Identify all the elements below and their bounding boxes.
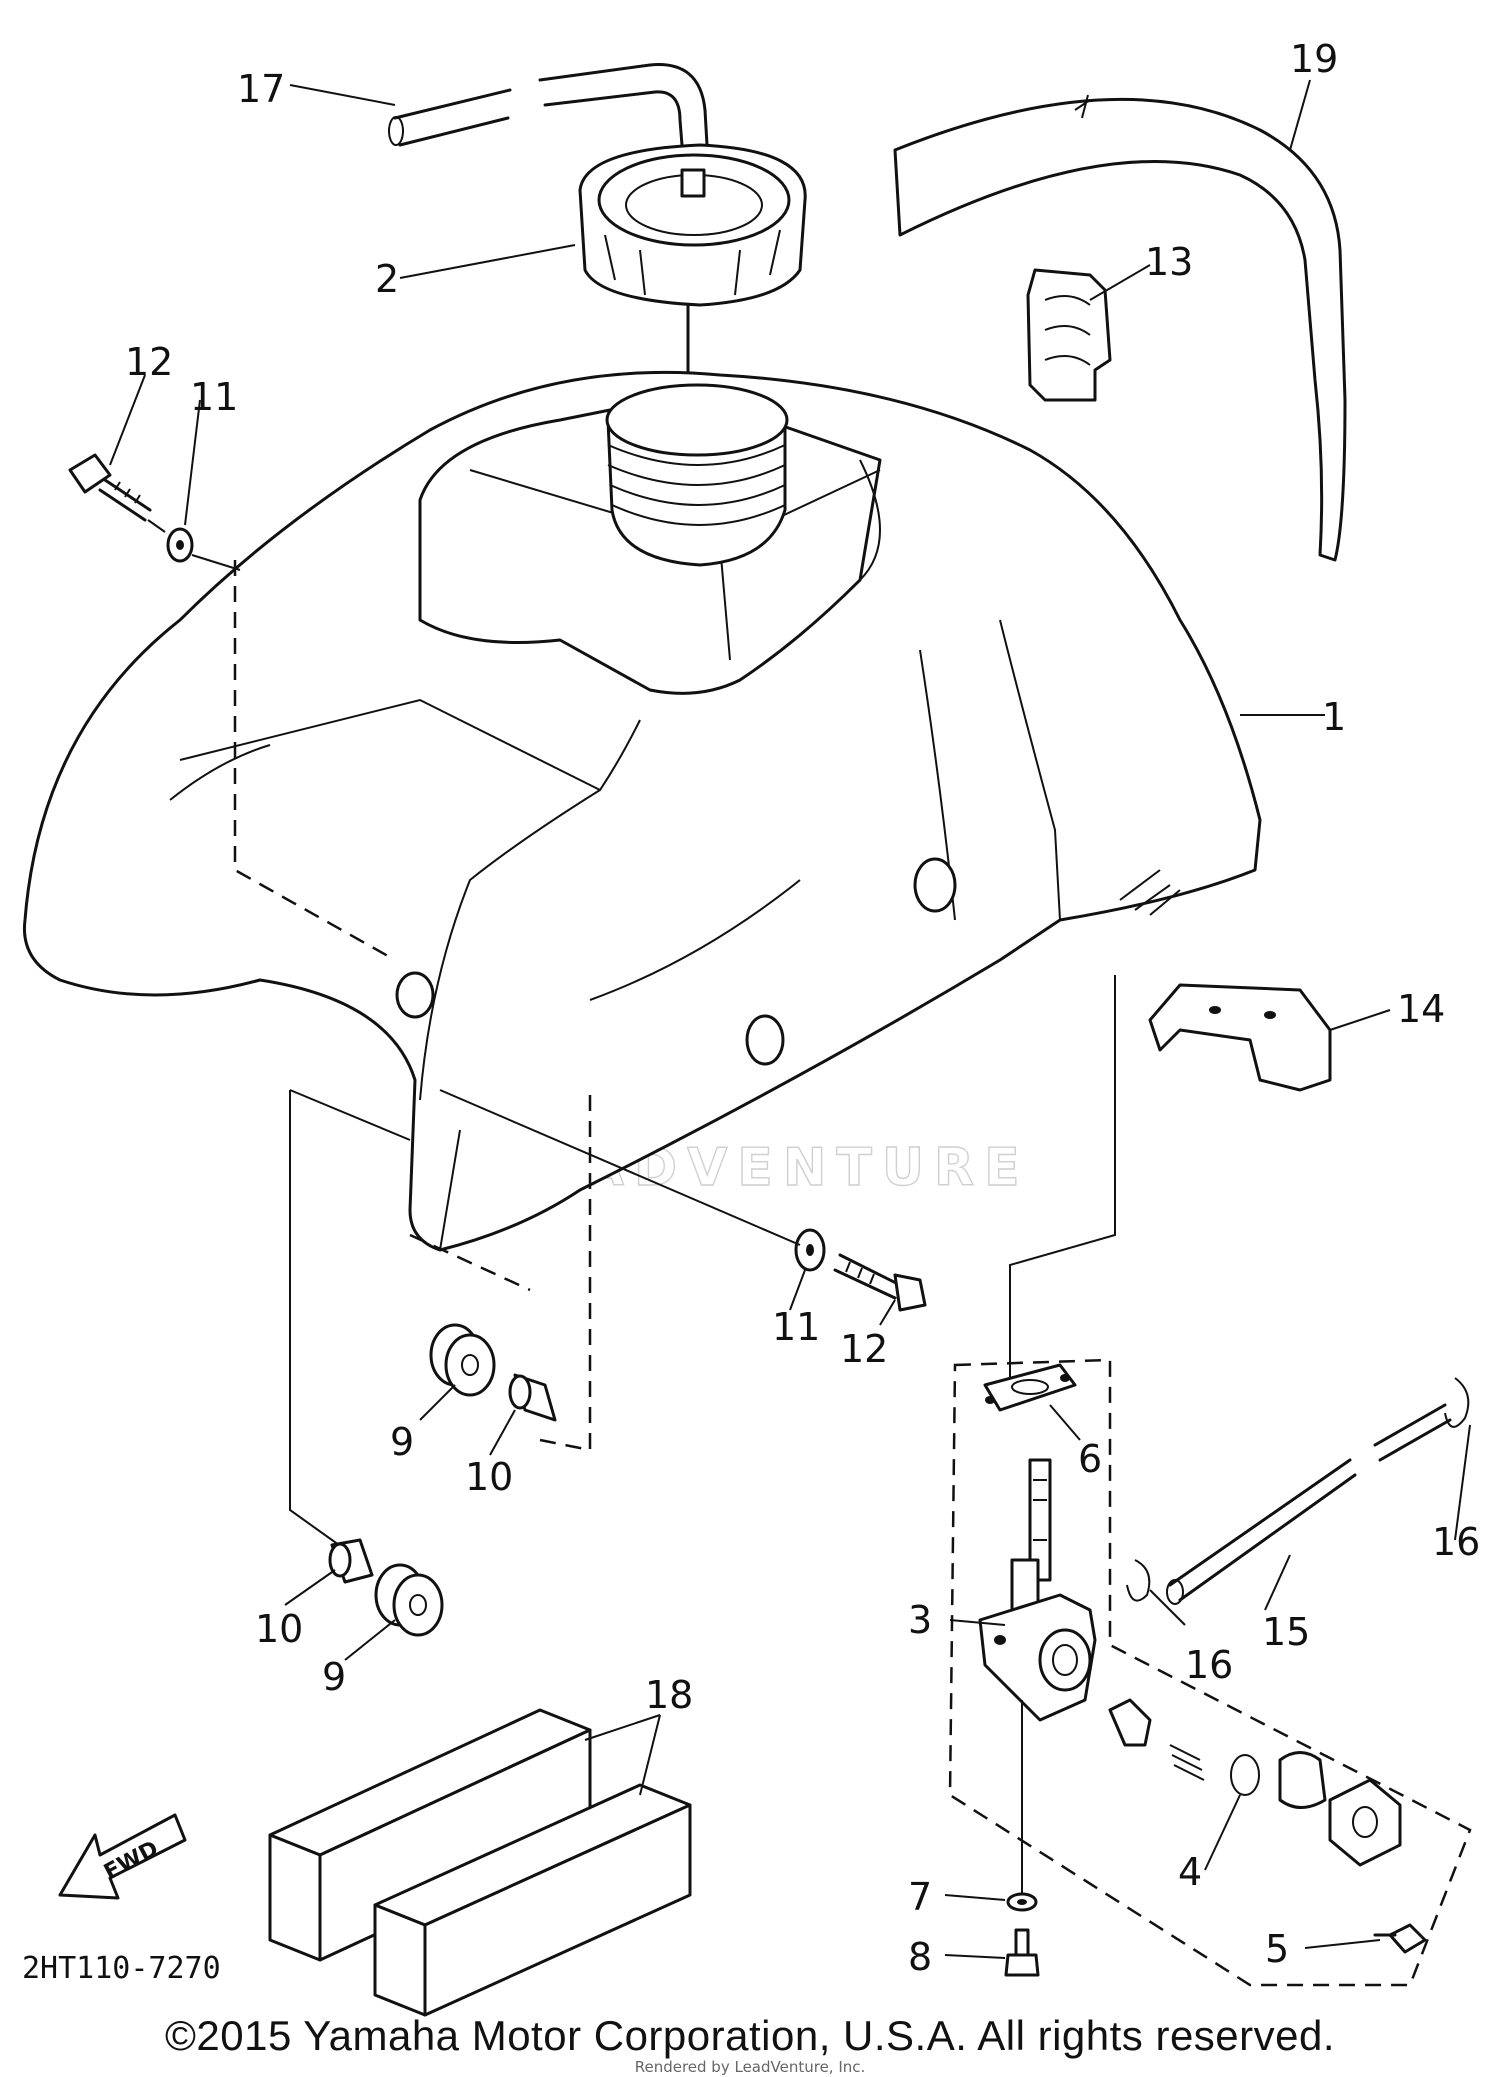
- part-9-damper-upper: [429, 1323, 496, 1397]
- part-18-pads: [268, 1708, 692, 2017]
- label-part-9-upper: 9: [390, 1420, 414, 1464]
- part-12-bolt-lower: [833, 1253, 927, 1312]
- label-part-13: 13: [1145, 240, 1193, 284]
- label-part-18: 18: [645, 1673, 693, 1717]
- copyright-notice: ©2015 Yamaha Motor Corporation, U.S.A. A…: [164, 2012, 1336, 2059]
- part-12-bolt-top: [68, 453, 152, 522]
- part-2-fuel-cap: [578, 143, 807, 307]
- part-14-bracket: [1148, 983, 1332, 1092]
- part-16-clip-lower: [1126, 1559, 1151, 1602]
- label-part-7: 7: [908, 1875, 932, 1919]
- part-15-fuel-hose: [1166, 1403, 1452, 1605]
- label-part-12-top: 12: [125, 340, 173, 384]
- part-19-strap: [893, 94, 1347, 562]
- label-part-17: 17: [237, 67, 285, 111]
- label-part-10-lower: 10: [255, 1607, 303, 1651]
- label-part-8: 8: [908, 1935, 932, 1979]
- label-part-4: 4: [1178, 1850, 1202, 1894]
- part-11-washer-lower: [794, 1228, 826, 1272]
- part-8-drain-screw: [1004, 1928, 1040, 1977]
- label-part-2: 2: [375, 257, 399, 301]
- label-part-11-top: 11: [190, 375, 238, 419]
- label-part-6: 6: [1078, 1437, 1102, 1481]
- label-part-1: 1: [1322, 695, 1346, 739]
- part-7-washer: [1006, 1892, 1038, 1912]
- label-part-9-lower: 9: [322, 1655, 346, 1699]
- label-part-3: 3: [908, 1598, 932, 1642]
- part-3-fuel-cock: [978, 1458, 1097, 1722]
- part-10-collar-lower: [328, 1538, 374, 1584]
- part-6-gasket: [983, 1363, 1077, 1412]
- label-part-16-upper: 16: [1432, 1520, 1480, 1564]
- part-9-damper-lower: [374, 1563, 444, 1637]
- fuel-cock-internals: [1108, 1698, 1402, 1867]
- label-part-12-lower: 12: [840, 1327, 888, 1371]
- leader-lines: [109, 79, 1471, 1959]
- part-17-vent-hose: [388, 63, 709, 147]
- part-11-washer-top: [166, 527, 194, 563]
- diagram-code: 2HT110-7270: [22, 1951, 221, 1986]
- part-number-labels: 1 2 3 4 5 6 7 8 9 9 10 10 11 11 12 12 13…: [125, 37, 1480, 1979]
- label-part-5: 5: [1265, 1927, 1289, 1971]
- fwd-arrow-icon: FWD: [58, 1813, 187, 1900]
- label-part-16-lower: 16: [1185, 1643, 1233, 1687]
- part-13-clip: [1026, 268, 1112, 402]
- label-part-10-upper: 10: [465, 1455, 513, 1499]
- part-16-clip-upper: [1444, 1377, 1470, 1428]
- part-5-screw: [1373, 1923, 1427, 1954]
- label-part-15: 15: [1262, 1610, 1310, 1654]
- rendered-by-note: Rendered by LeadVenture, Inc.: [634, 2058, 866, 2076]
- label-part-11-lower: 11: [772, 1305, 820, 1349]
- label-part-19: 19: [1290, 37, 1338, 81]
- filler-neck: [605, 383, 789, 567]
- label-part-14: 14: [1397, 987, 1445, 1031]
- part-10-collar-upper: [508, 1373, 557, 1422]
